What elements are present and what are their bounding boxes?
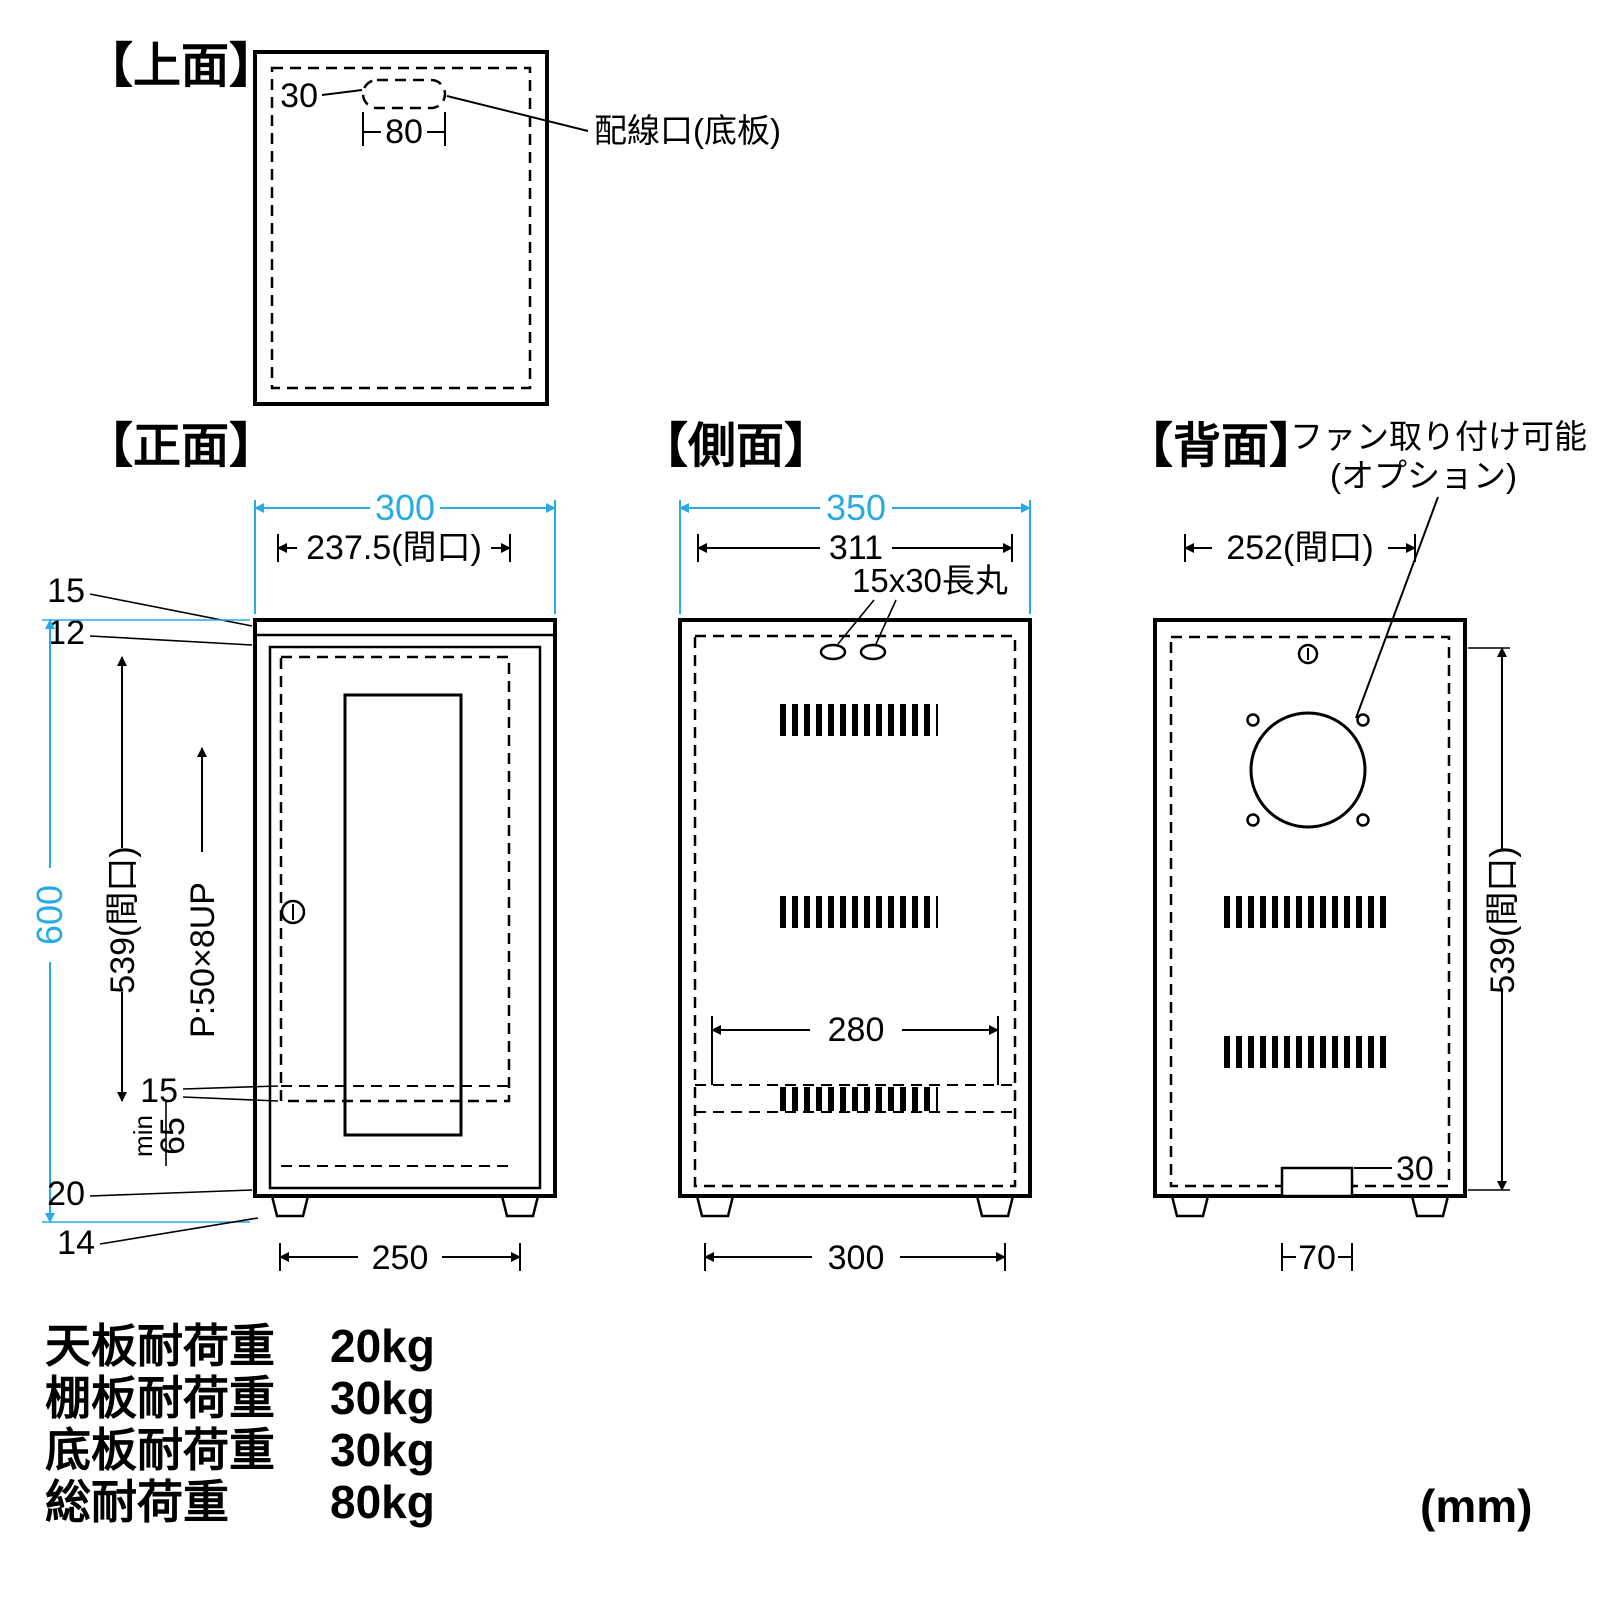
load-row-label: 総耐荷重 (45, 1476, 229, 1528)
load-row-value: 20kg (330, 1320, 435, 1372)
dim-rear-slot-width: 70 (1281, 1239, 1353, 1277)
dim-front-height-label: 600 (29, 885, 70, 945)
dim-front-height: 600 (29, 619, 250, 1223)
side-view-title: 【側面】 (640, 420, 832, 473)
dim-side-shelf-depth-label: 280 (828, 1011, 885, 1049)
wiring-port-callout: 配線口(底板) (446, 95, 781, 149)
load-table: 天板耐荷重 20kg 棚板耐荷重 30kg 底板耐荷重 30kg 総耐荷重 80… (45, 1320, 435, 1528)
dim-front-bottom-frame: 20 (47, 1175, 253, 1213)
dim-front-foot-span-label: 250 (372, 1239, 429, 1277)
load-row-value: 30kg (330, 1372, 435, 1424)
dim-rear-slot-height-label: 30 (1396, 1150, 1434, 1188)
door-window (343, 693, 463, 1137)
vent-row-lower (1218, 1036, 1392, 1068)
dim-front-opening-width: 237.5(間口) (277, 529, 511, 567)
wiring-port-label: 配線口(底板) (594, 112, 781, 149)
dim-front-bottom-min: min 65 (128, 1101, 192, 1166)
vent-row-middle (776, 896, 938, 928)
door-lock (280, 899, 306, 925)
vent-row-top (776, 704, 938, 736)
dim-front-foot-height: 14 (57, 1217, 259, 1262)
foot-left (1170, 1194, 1210, 1218)
dim-top-slot-height: 30 (280, 77, 363, 115)
dim-rear-opening-height-label: 539(間口) (1484, 846, 1522, 993)
front-view-title: 【正面】 (85, 420, 277, 473)
load-row-label: 棚板耐荷重 (45, 1372, 275, 1424)
dim-front-width: 300 (254, 487, 556, 614)
dim-top-slot-width-label: 80 (385, 113, 423, 151)
oblong-hole-label: 15x30長丸 (852, 562, 1008, 599)
dim-front-bottom-gap-label: 15 (140, 1072, 178, 1110)
dim-side-foot-span: 300 (704, 1239, 1006, 1277)
dim-front-bottom-frame-label: 20 (47, 1175, 85, 1213)
fan-option-callout: ファン取り付け可能 (オプション) (1290, 418, 1587, 719)
fan-option-label-line1: ファン取り付け可能 (1290, 418, 1587, 455)
top-view-title: 【上面】 (85, 40, 277, 93)
fan-grille (1249, 711, 1367, 829)
dim-front-foot-span: 250 (279, 1239, 521, 1277)
dim-rear-opening-height: 539(間口) (1468, 647, 1522, 1191)
oblong-hole-left (819, 643, 847, 661)
oblong-hole-right (859, 643, 887, 661)
fan-screw-hole (1356, 713, 1370, 727)
wiring-slot-outline (361, 78, 447, 110)
fan-screw-hole (1246, 813, 1260, 827)
rear-view: 【背面】 ファン取り付け可能 (オプション) 252(間口) (1125, 418, 1587, 1277)
unit-label: (mm) (1420, 1480, 1532, 1532)
min-label: min (128, 1115, 158, 1157)
dim-front-foot-height-label: 14 (57, 1224, 95, 1262)
top-view-outline (253, 50, 549, 406)
foot-left (270, 1194, 310, 1218)
dim-side-depth: 350 (679, 487, 1031, 614)
side-cabinet-outline (678, 618, 1032, 1218)
rear-view-title: 【背面】 (1125, 420, 1317, 473)
dim-front-opening-width-label: 237.5(間口) (306, 529, 482, 567)
fan-screw-hole (1246, 713, 1260, 727)
fan-option-label-line2: (オプション) (1330, 457, 1517, 494)
foot-right (500, 1194, 540, 1218)
bottom-cable-slot (1280, 1166, 1354, 1198)
fan-screw-hole (1356, 813, 1370, 827)
dim-front-top-frame-label: 15 (47, 572, 85, 610)
foot-right (1410, 1194, 1450, 1218)
dim-side-inner-depth: 311 (697, 529, 1013, 567)
dim-front-width-label: 300 (375, 487, 435, 528)
dim-front-bottom-gap: 15 (140, 1072, 279, 1110)
dim-side-depth-label: 350 (826, 487, 886, 528)
load-row-label: 天板耐荷重 (45, 1320, 275, 1372)
dim-top-slot-width: 80 (362, 112, 446, 151)
pitch-annotation: P:50×8UP (184, 747, 222, 1038)
side-view: 【側面】 350 311 15x30長丸 (640, 420, 1032, 1277)
dim-side-inner-depth-label: 311 (829, 529, 883, 567)
dim-rear-slot-height: 30 (1354, 1150, 1434, 1188)
dim-rear-opening-width: 252(間口) (1184, 529, 1416, 567)
front-cabinet-outline (253, 618, 557, 1218)
vent-row-bottom (776, 1087, 938, 1111)
vent-row-upper (1218, 896, 1392, 928)
screw-hole-top (1297, 643, 1319, 665)
dim-front-bottom-min-label: 65 (154, 1117, 192, 1155)
dim-side-foot-span-label: 300 (828, 1239, 885, 1277)
rear-cabinet-outline (1153, 618, 1467, 1218)
top-view: 【上面】 30 80 配線口(底板) (85, 40, 781, 406)
dim-top-slot-height-label: 30 (280, 77, 318, 115)
dim-rear-opening-width-label: 252(間口) (1226, 529, 1373, 567)
pitch-label: P:50×8UP (184, 882, 222, 1038)
foot-left (695, 1194, 735, 1218)
dim-front-opening-height: 539(間口) (104, 656, 142, 1102)
dim-side-shelf-depth: 280 (711, 1011, 999, 1085)
oblong-hole-callout: 15x30長丸 (819, 562, 1008, 661)
dim-rear-slot-width-label: 70 (1298, 1239, 1336, 1277)
load-row-value: 30kg (330, 1424, 435, 1476)
load-row-value: 80kg (330, 1476, 435, 1528)
front-view: 【正面】 300 237.5(間口) (29, 420, 557, 1277)
load-row-label: 底板耐荷重 (45, 1424, 275, 1476)
foot-right (975, 1194, 1015, 1218)
dim-front-opening-height-label: 539(間口) (104, 846, 142, 993)
